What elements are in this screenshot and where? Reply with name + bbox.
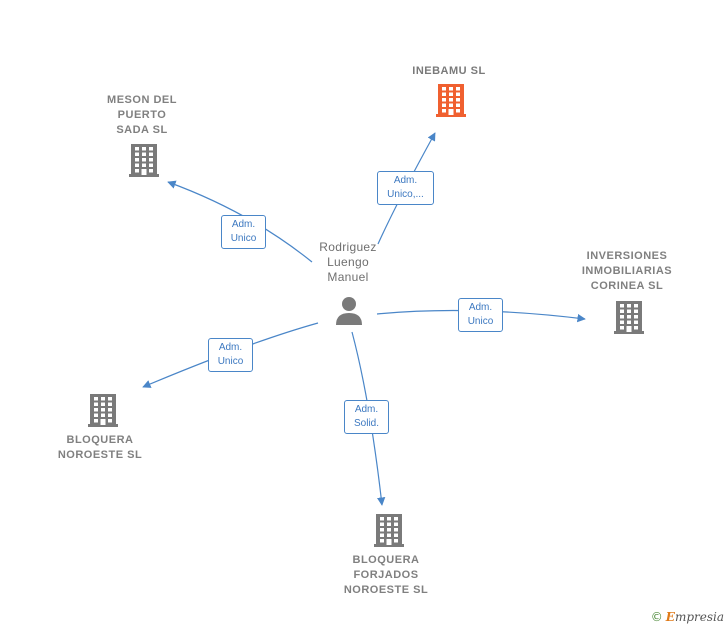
building-icon[interactable] (374, 514, 404, 547)
relation-label-bloquera-noroeste: Adm. Unico (208, 338, 253, 372)
relation-label-inversiones: Adm. Unico (458, 298, 503, 332)
company-name-inversiones[interactable]: INVERSIONES INMOBILIARIAS CORINEA SL (581, 250, 673, 292)
copyright-symbol: © (650, 610, 663, 624)
person-icon[interactable] (336, 297, 362, 325)
building-icon[interactable] (614, 301, 644, 334)
company-name-bloquera-noroeste[interactable]: BLOQUERA NOROESTE SL (57, 434, 143, 461)
person-name[interactable]: Rodriguez Luengo Manuel (319, 240, 377, 284)
company-name-meson[interactable]: MESON DEL PUERTO SADA SL (107, 94, 177, 136)
company-name-inebamu[interactable]: INEBAMU SL (412, 65, 486, 77)
relation-label-meson: Adm. Unico (221, 215, 266, 249)
relation-label-inebamu: Adm. Unico,... (377, 171, 434, 205)
company-name-bloquera-forjados[interactable]: BLOQUERA FORJADOS NOROESTE SL (343, 554, 429, 596)
brand-name: mpresia (674, 610, 724, 624)
relation-label-bloquera-forjados: Adm. Solid. (344, 400, 389, 434)
empresia-logo[interactable]: ©Empresia (651, 610, 724, 624)
building-icon[interactable] (436, 84, 466, 117)
building-icon[interactable] (129, 144, 159, 177)
brand-initial: E (665, 610, 675, 624)
building-icon[interactable] (88, 394, 118, 427)
